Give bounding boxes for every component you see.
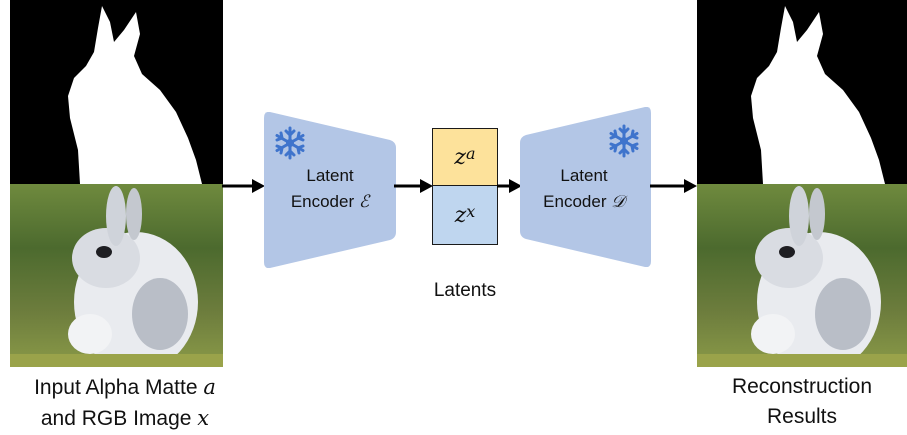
output-caption-line1: Reconstruction xyxy=(731,375,873,398)
decoder-label-line1: Latent xyxy=(560,166,608,185)
input-caption-line1: Input Alpha Matte a xyxy=(0,372,250,403)
input-caption-var-x: x xyxy=(197,406,210,430)
arrow-decoder-to-output xyxy=(650,179,697,193)
arrow-latents-to-decoder xyxy=(497,179,522,193)
encoder-block xyxy=(264,112,396,268)
input-alpha-matte xyxy=(10,0,223,184)
input-caption-line2: and RGB Image x xyxy=(0,403,250,434)
encoder-label-line2: Encoder ℰ xyxy=(268,189,392,215)
latent-rgb-sup: x xyxy=(466,201,476,221)
input-caption-line2-text: and RGB Image xyxy=(40,407,192,430)
latents-label: Latents xyxy=(433,280,497,301)
encoder-snowflake-icon xyxy=(275,126,305,160)
decoder-block xyxy=(520,107,651,267)
arrow-input-to-encoder xyxy=(222,179,265,193)
output-rgb-image xyxy=(697,184,907,367)
input-rgb-image xyxy=(10,184,223,367)
output-alpha-silhouette xyxy=(751,6,885,184)
output-caption-line2: Results xyxy=(766,405,838,428)
input-caption-line1-text: Input Alpha Matte xyxy=(34,376,198,399)
decoder-snowflake-icon xyxy=(609,124,639,158)
encoder-label: Latent Encoder ℰ xyxy=(268,163,392,215)
latent-alpha-sup: a xyxy=(466,143,476,163)
encoder-label-text: Encoder xyxy=(290,192,355,211)
alpha-matte-silhouette xyxy=(68,6,202,184)
output-alpha-matte xyxy=(697,0,907,184)
output-caption: Reconstruction Results xyxy=(697,372,907,432)
decoder-label-text: Encoder xyxy=(543,192,607,211)
decoder-label: Latent Encoder 𝒟 xyxy=(522,163,646,215)
input-caption: Input Alpha Matte a and RGB Image x xyxy=(0,372,250,434)
rabbit-photo xyxy=(10,186,223,367)
decoder-label-line2: Encoder 𝒟 xyxy=(522,189,646,215)
latent-rgb-base: z xyxy=(454,202,467,228)
encoder-symbol: ℰ xyxy=(358,192,370,212)
output-rabbit-photo xyxy=(697,186,907,367)
arrow-encoder-to-latents xyxy=(394,179,433,193)
encoder-label-line1: Latent xyxy=(306,166,354,185)
input-caption-var-a: a xyxy=(203,375,216,399)
latent-alpha-base: z xyxy=(454,144,467,170)
decoder-symbol: 𝒟 xyxy=(611,192,625,212)
